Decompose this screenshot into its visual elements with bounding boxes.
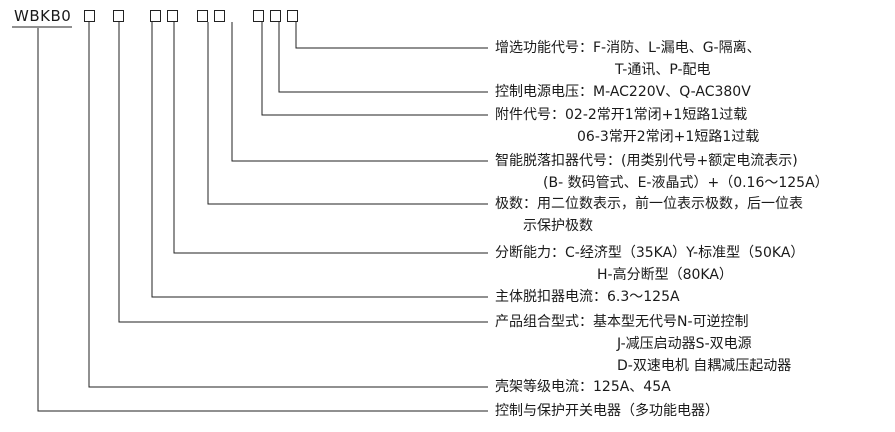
leader-line-9 <box>88 22 488 388</box>
leader-line-8 <box>118 22 488 323</box>
code-box-8 <box>270 10 281 22</box>
field-label-line: 智能脱落扣器代号：(用类别代号+额定电流表示) <box>495 153 798 169</box>
leader-line-2 <box>278 22 488 93</box>
field-label-line: 极数：用二位数表示，前一位表示极数，后一位表 <box>495 196 803 212</box>
leader-line-10 <box>37 28 488 412</box>
field-label-line: (B- 数码管式、E-液晶式）+（0.16～125A） <box>543 175 829 191</box>
leader-line-5 <box>207 22 488 205</box>
leader-line-1 <box>295 22 488 49</box>
field-label-line: 分断能力：C-经济型（35KA）Y-标准型（50KA） <box>495 245 805 261</box>
field-label-line: 附件代号：02-2常开1常闭+1短路1过载 <box>495 107 748 123</box>
leader-line-3 <box>261 22 488 116</box>
field-label-line: 控制与保护开关电器（多功能电器） <box>495 403 719 419</box>
code-box-5 <box>197 10 208 22</box>
model-code: WBKB0 <box>14 7 72 25</box>
leader-line-4 <box>231 22 488 162</box>
code-box-7 <box>253 10 264 22</box>
field-label-line: D-双速电机 自耦减压起动器 <box>617 358 792 374</box>
code-box-3 <box>150 10 161 22</box>
leader-line-6 <box>173 22 488 254</box>
field-label-line: 示保护极数 <box>523 218 593 234</box>
field-label-line: 壳架等级电流：125A、45A <box>495 379 671 395</box>
field-label-line: 控制电源电压：M-AC220V、Q-AC380V <box>495 84 751 100</box>
field-label-line: 增选功能代号：F-消防、L-漏电、G-隔离、 <box>495 40 761 56</box>
code-box-2 <box>113 10 124 22</box>
field-label-line: J-减压启动器S-双电源 <box>617 336 752 352</box>
code-box-6 <box>214 10 225 22</box>
field-label-line: 06-3常开2常闭+1短路1过载 <box>577 129 760 145</box>
code-box-9 <box>287 10 298 22</box>
field-label-line: 主体脱扣器电流：6.3～125A <box>495 289 680 305</box>
code-box-4 <box>167 10 178 22</box>
code-box-1 <box>84 10 95 22</box>
field-label-line: H-高分断型（80KA） <box>597 267 733 283</box>
field-label-line: T-通讯、P-配电 <box>615 62 711 78</box>
field-label-line: 产品组合型式：基本型无代号N-可逆控制 <box>495 314 749 330</box>
leader-lines <box>37 22 488 412</box>
leader-line-7 <box>151 22 488 298</box>
